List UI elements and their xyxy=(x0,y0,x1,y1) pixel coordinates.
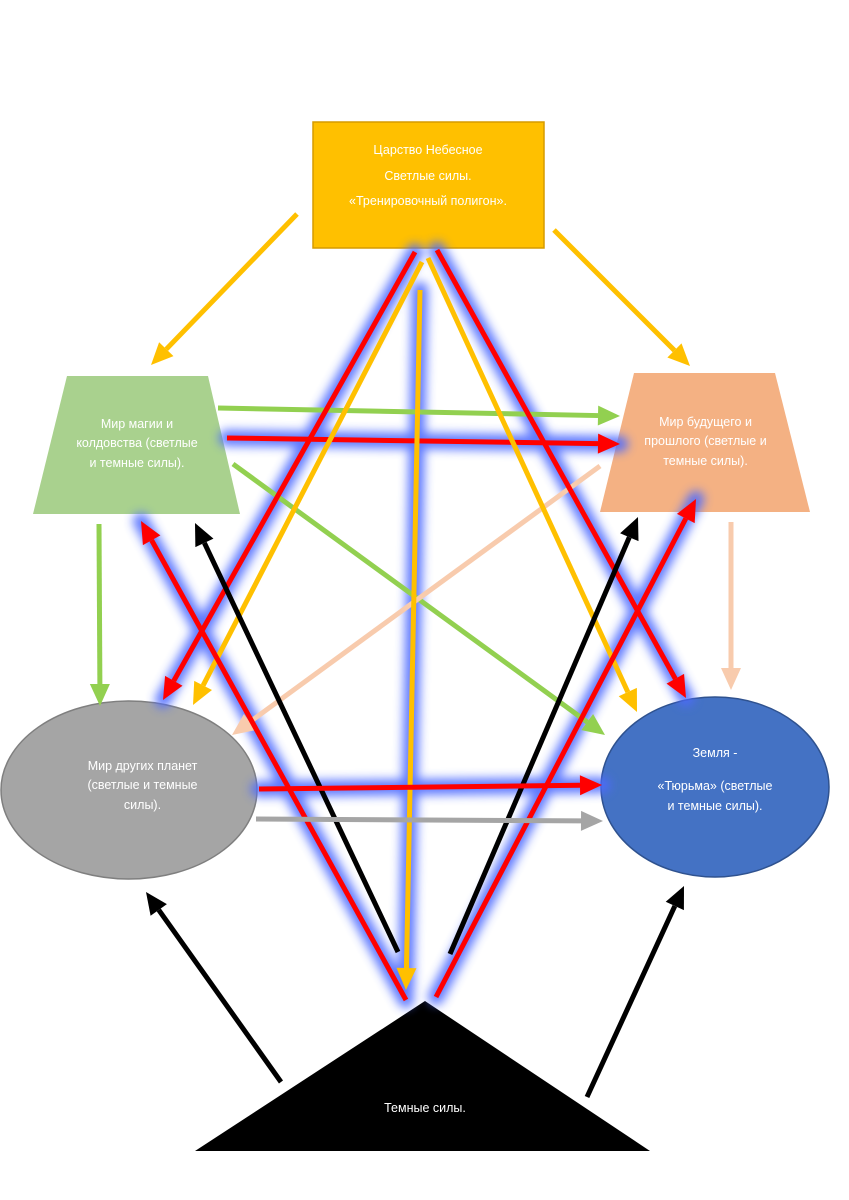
arrow-magic-to-earth-green xyxy=(231,461,605,735)
arrow-heaven-to-magic-shaft xyxy=(164,212,299,351)
arrow-dark-to-planets-head xyxy=(146,892,167,916)
arrow-heaven-to-future xyxy=(552,228,690,366)
arrow-magic-to-planets-shaft xyxy=(96,523,103,685)
earth-line-2: «Тюрьма» (светлые xyxy=(657,779,773,793)
arrow-heaven-to-planets-red xyxy=(163,250,418,700)
arrow-dark-to-magic-red-head xyxy=(141,521,161,546)
arrow-layer xyxy=(89,212,741,1099)
earth-line-1: Земля - xyxy=(692,746,738,760)
arrow-heaven-to-dark-yellow-head xyxy=(396,967,417,990)
arrow-magic-to-future-green xyxy=(217,405,620,426)
magic-label: Мир магии и колдовства (светлые и темные… xyxy=(52,415,222,473)
arrow-dark-to-planets-shaft xyxy=(156,908,284,1084)
magic-line-1: Мир магии и xyxy=(100,417,174,431)
arrow-magic-to-future-red xyxy=(226,433,620,454)
arrow-heaven-to-earth-red-shaft xyxy=(434,248,678,680)
arrow-heaven-to-dark-yellow-shaft xyxy=(403,289,423,969)
future-line-2: прошлого (светлые и xyxy=(644,434,767,449)
arrow-heaven-to-earth-yellow-head xyxy=(618,687,637,712)
arrow-dark-to-future-black-head xyxy=(620,517,639,542)
magic-trapezoid xyxy=(33,376,240,514)
arrow-future-to-planets-head xyxy=(232,713,256,735)
future-trapezoid xyxy=(600,373,810,512)
arrow-heaven-to-future-head xyxy=(667,343,690,366)
arrow-dark-to-magic-black-head xyxy=(195,523,214,548)
heaven-subtitle: Светлые силы. xyxy=(384,168,472,183)
heaven-note: «Тренировочный полигон». xyxy=(349,194,507,209)
arrow-planets-to-earth-red xyxy=(258,775,602,796)
heaven-label: Царство Небесное Светлые силы. «Трениров… xyxy=(313,138,543,215)
future-line-3: темные силы). xyxy=(663,453,748,468)
arrow-magic-to-future-red-head xyxy=(597,433,620,454)
arrow-planets-to-earth-gray-shaft xyxy=(255,816,582,824)
future-label: Мир будущего и прошлого (светлые и темны… xyxy=(618,413,793,471)
arrow-magic-to-future-green-shaft xyxy=(217,405,599,419)
heaven-title: Царство Небесное xyxy=(373,143,483,157)
arrow-dark-to-earth-head xyxy=(665,886,684,911)
planets-line-1: Мир других планет xyxy=(87,759,198,773)
planets-line-3: силы). xyxy=(123,797,162,812)
arrow-magic-to-earth-green-head xyxy=(581,713,605,735)
planets-line-2: (светлые и темные xyxy=(87,778,198,793)
arrow-dark-to-magic-black-shaft xyxy=(202,541,401,954)
arrow-future-to-earth-head xyxy=(721,668,741,690)
arrow-planets-to-earth-red-shaft xyxy=(258,782,581,792)
arrow-heaven-to-planets-yellow-head xyxy=(193,680,212,705)
arrow-dark-to-future-black-shaft xyxy=(447,536,632,955)
earth-line-3: и темные силы). xyxy=(667,799,763,813)
arrow-dark-to-future-black xyxy=(447,517,639,955)
magic-line-2: колдовства (светлые xyxy=(76,436,198,451)
arrow-dark-to-planets xyxy=(146,892,284,1084)
future-line-1: Мир будущего и xyxy=(659,415,752,429)
arrow-magic-to-planets-head xyxy=(89,683,110,706)
arrow-heaven-to-earth-yellow xyxy=(425,256,637,712)
arrow-heaven-to-future-shaft xyxy=(552,228,677,353)
magic-line-3: и темные силы). xyxy=(89,455,185,470)
arrow-dark-to-earth-shaft xyxy=(584,904,678,1099)
arrow-dark-to-future-red-head xyxy=(676,499,696,524)
arrow-magic-to-earth-green-shaft xyxy=(231,461,589,725)
arrow-dark-to-future-red xyxy=(433,499,696,999)
arrow-dark-to-magic-red xyxy=(141,521,409,1002)
arrow-heaven-to-dark-yellow xyxy=(396,289,423,990)
arrow-heaven-to-earth-red-head xyxy=(666,673,686,698)
arrow-magic-to-future-green-head xyxy=(597,405,620,426)
arrow-heaven-to-magic xyxy=(151,212,299,365)
arrow-future-to-earth xyxy=(721,522,741,690)
arrow-planets-to-earth-gray-head xyxy=(580,810,603,831)
dark-label: Темные силы. xyxy=(384,1101,466,1115)
arrow-planets-to-earth-gray xyxy=(255,810,603,831)
arrow-heaven-to-magic-head xyxy=(151,342,174,365)
arrow-magic-to-planets xyxy=(89,523,110,706)
arrow-dark-to-earth xyxy=(584,886,684,1099)
arrow-dark-to-magic-red-shaft xyxy=(149,539,409,1002)
dark-triangle xyxy=(195,1001,650,1151)
arrow-heaven-to-planets-red-head xyxy=(163,675,183,700)
arrow-dark-to-future-red-shaft xyxy=(433,517,689,999)
arrow-future-to-planets-shaft xyxy=(248,463,602,725)
heaven-box xyxy=(312,121,545,249)
arrow-magic-to-future-red-shaft xyxy=(226,435,599,447)
arrow-heaven-to-earth-red xyxy=(434,248,686,698)
arrow-planets-to-earth-red-head xyxy=(579,775,602,796)
arrow-heaven-to-planets-red-shaft xyxy=(171,250,418,683)
planets-label: Мир других планет (светлые и темные силы… xyxy=(60,757,225,815)
arrow-dark-to-magic-black xyxy=(195,523,401,954)
earth-label: Земля - «Тюрьма» (светлые и темные силы)… xyxy=(625,743,805,816)
earth-gap xyxy=(625,763,805,776)
